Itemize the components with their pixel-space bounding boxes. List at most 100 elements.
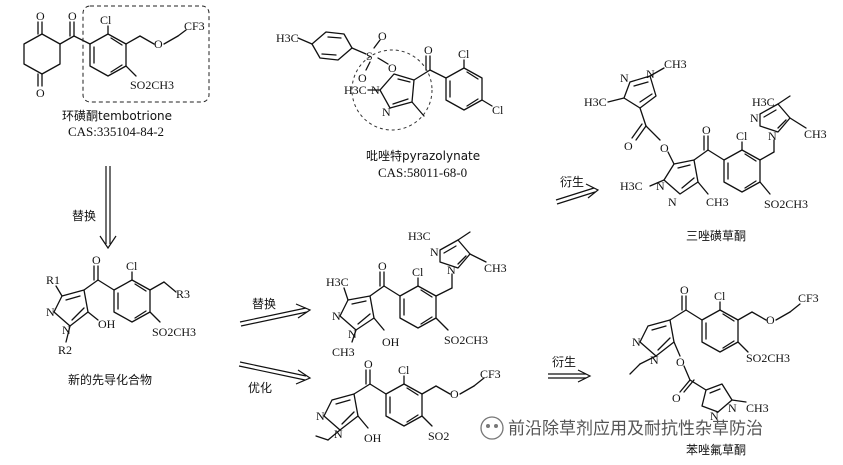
bond: [469, 253, 487, 263]
bond: [343, 287, 349, 301]
bond: [777, 119, 787, 129]
bond: [429, 69, 447, 79]
atom-h3c: H3C: [620, 179, 643, 193]
atom-n: N: [316, 409, 325, 423]
compound-name: 吡唑特pyrazolynate: [366, 148, 480, 163]
atom-h3c: H3C: [752, 95, 775, 109]
atom-cl: Cl: [398, 363, 410, 377]
arrow-line: [556, 191, 596, 205]
compound-tembotrione: O O O Cl O CF3 SO2CH3 环磺酮tembotrione CAS…: [23, 5, 210, 139]
dichlorophenyl-ring: [445, 67, 483, 111]
arrow-derive-bottom: 衍生: [548, 355, 592, 383]
arrow-label: 替换: [72, 209, 96, 223]
benzene-ring: [385, 383, 423, 427]
bond: [681, 177, 695, 189]
bond: [134, 283, 147, 292]
highlight-box: [82, 5, 210, 103]
bond: [392, 98, 409, 105]
atom-n: N: [382, 105, 391, 119]
watermark-text: 前沿除草剂应用及耐抗性杂草防治: [508, 419, 763, 439]
bond: [321, 53, 337, 56]
wechat-icon-dot: [486, 424, 490, 428]
benzene-ring: [399, 285, 437, 329]
bond: [466, 71, 479, 80]
atom-n: N: [46, 305, 55, 319]
pyrazole-ring: [701, 383, 733, 413]
arrow-replace-right: 替换: [239, 297, 312, 327]
bond: [149, 311, 161, 323]
bond: [639, 107, 647, 127]
bond: [83, 279, 99, 291]
bond: [679, 379, 691, 393]
atom-o: O: [388, 61, 397, 75]
atom-o: O: [702, 123, 711, 137]
bond: [163, 35, 179, 45]
atom-oh: OH: [382, 335, 400, 349]
bond: [737, 311, 753, 321]
pyrazole-ring: [53, 289, 89, 327]
bond: [351, 47, 367, 55]
atom-o: O: [92, 253, 101, 267]
bond: [369, 383, 387, 395]
bond: [707, 149, 725, 161]
bond: [751, 311, 767, 321]
bond: [789, 303, 801, 313]
bond: [397, 78, 411, 83]
bond: [731, 399, 747, 403]
bond: [633, 81, 649, 87]
atom-so2ch3: SO2CH3: [130, 78, 174, 92]
atom-ch3: CH3: [706, 195, 729, 209]
atom-h3c: H3C: [344, 83, 367, 97]
atom-n: N: [668, 195, 677, 209]
atom-r3: R3: [176, 287, 190, 301]
highlight-circle: [351, 49, 433, 131]
atom-n: N: [632, 335, 641, 349]
bond: [411, 101, 425, 117]
atom-o: O: [660, 141, 669, 155]
bond: [59, 35, 75, 45]
bond: [177, 29, 187, 37]
bond: [335, 399, 351, 405]
atom-n: N: [656, 179, 665, 193]
bond: [744, 180, 757, 189]
wechat-icon: [480, 416, 504, 440]
atom-h3c: H3C: [408, 229, 431, 243]
arrow-label: 优化: [248, 381, 272, 395]
bond: [383, 285, 401, 297]
atom-o: O: [680, 283, 689, 297]
atom-cf3: CF3: [798, 291, 819, 305]
compound-pyrazolynate: H3C S O O O O H3C N N Cl Cl 吡唑特pyrazolyn…: [276, 29, 504, 180]
atom-o: O: [378, 29, 387, 43]
bond: [420, 289, 433, 298]
bond: [689, 379, 707, 391]
atom-cf3: CF3: [480, 367, 501, 381]
atom-o: O: [624, 139, 633, 153]
bond: [763, 109, 777, 118]
atom-n: N: [650, 353, 659, 367]
compound-mid-bottom: O Cl O CF3 N N OH SO2: [315, 357, 501, 445]
bond: [635, 125, 647, 141]
bond: [357, 313, 371, 325]
arrow-label: 替换: [252, 297, 276, 311]
atom-cl: Cl: [714, 289, 726, 303]
arrow-label: 衍生: [552, 355, 576, 369]
atom-o: O: [68, 9, 77, 23]
arrow-replace-down: 替换: [72, 166, 117, 250]
arrow-label: 衍生: [560, 175, 584, 189]
compound-product2: O Cl O CF3 N N O SO2CH3 O N N CH3 苯唑氟草酮: [629, 283, 819, 457]
bond: [649, 67, 665, 77]
bond: [639, 355, 657, 365]
bond: [65, 325, 71, 343]
atom-oh: OH: [364, 431, 382, 445]
atom-o: O: [36, 86, 45, 100]
atom-cf3: CF3: [184, 19, 205, 33]
atom-ch3: CH3: [746, 401, 769, 415]
atom-o: O: [676, 355, 685, 369]
bond: [607, 97, 625, 103]
atom-ch3: CH3: [664, 57, 687, 71]
bond: [629, 363, 641, 375]
compound-mid-top: H3C O Cl N N CH3 OH SO2CH3 N N CH3 H3C: [326, 229, 507, 359]
bond: [639, 93, 653, 103]
atom-n: N: [710, 409, 719, 423]
